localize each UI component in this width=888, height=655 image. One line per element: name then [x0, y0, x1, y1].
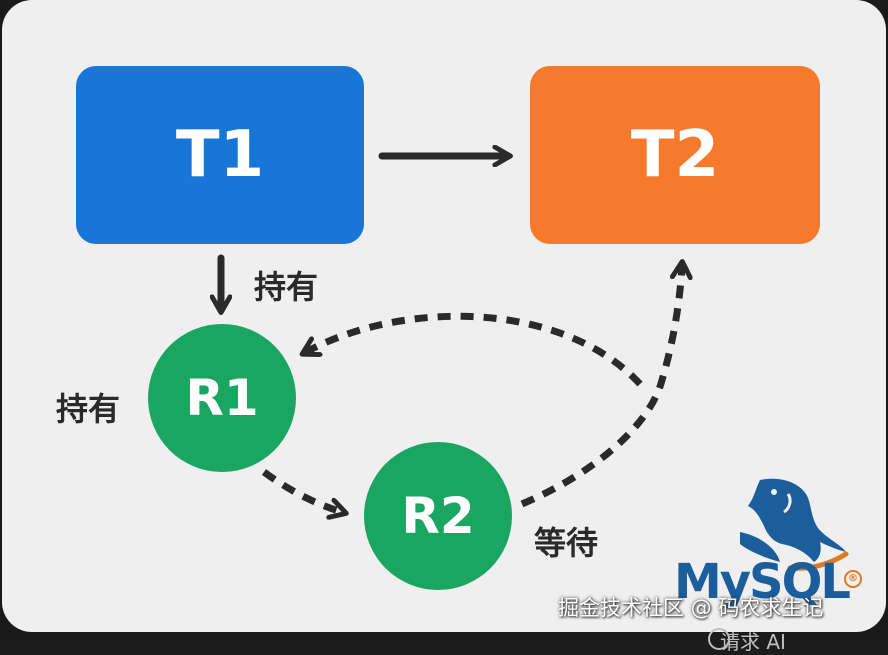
node-r2-label: R2 [401, 487, 475, 545]
arrow-to-r1-back [306, 312, 643, 387]
node-t2: T2 [530, 66, 820, 244]
edge-label-waits-r2: 等待 [534, 524, 599, 562]
arrow-r1-to-r2 [261, 469, 342, 512]
arrow-r2-to-t2 [520, 266, 682, 508]
edge-label-holds-t1-r1: 持有 [254, 268, 319, 306]
node-r2: R2 [364, 442, 512, 590]
bottom-cut-text: 请求 AI [720, 630, 786, 654]
mysql-logo-text: MySQL [674, 554, 851, 610]
node-t1-label: T1 [175, 118, 265, 192]
node-r1-label: R1 [185, 369, 259, 427]
edge-label-holds-r1: 持有 [56, 390, 121, 428]
diagram-card: T1 T2 R1 R2 持有 持有 等待 MySQL ® 掘金技术社区 @ 码农… [2, 0, 886, 632]
node-r1: R1 [148, 324, 296, 472]
mysql-dolphin-icon [740, 478, 849, 571]
arrows-layer [2, 0, 886, 632]
node-t1: T1 [76, 66, 364, 244]
registered-mark: ® [844, 570, 862, 588]
node-t2-label: T2 [630, 118, 720, 192]
watermark-text: 掘金技术社区 @ 码农求生记 [558, 596, 824, 620]
